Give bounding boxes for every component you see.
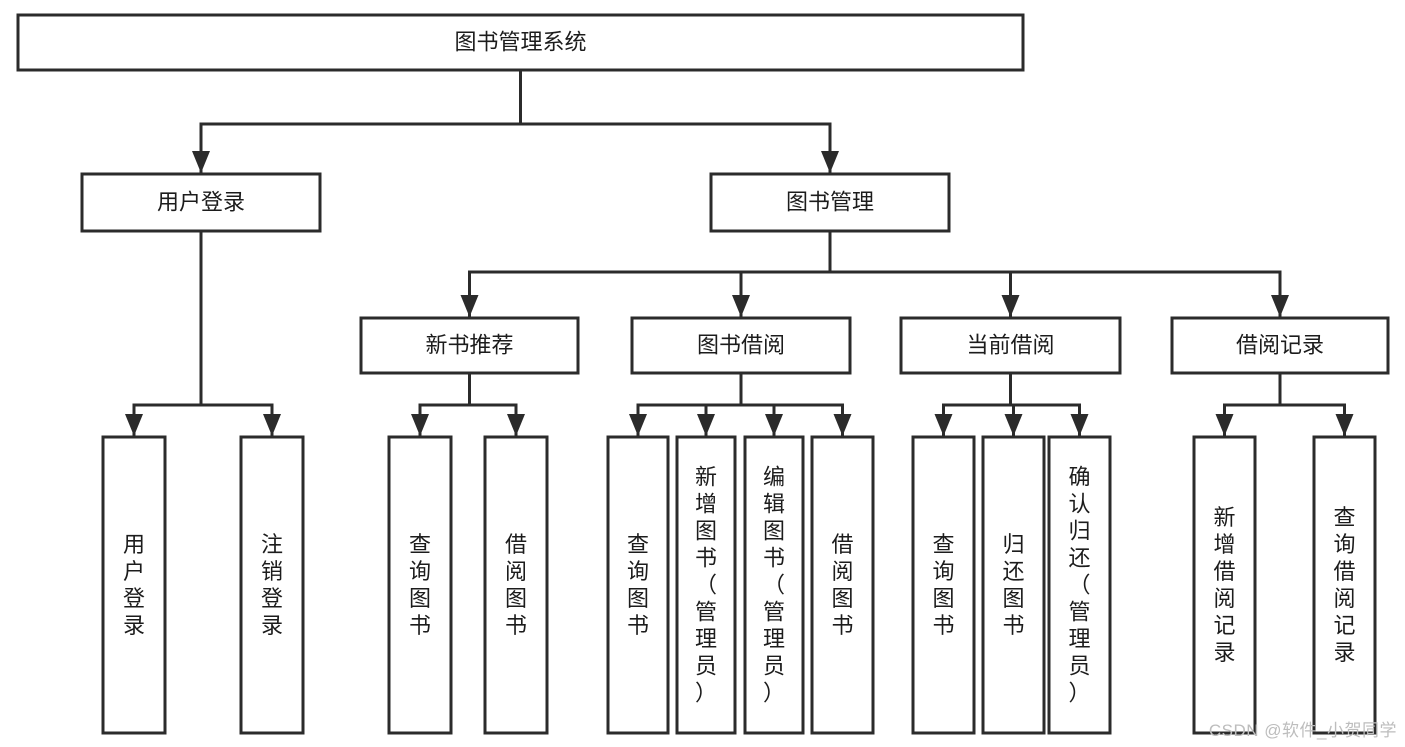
node-leaf-user-logout[interactable]: 注销登录 bbox=[239, 435, 305, 735]
node-user-login-label: 用户登录 bbox=[157, 189, 245, 214]
node-leaf-query-record[interactable]: 查询借阅记录 bbox=[1312, 435, 1377, 735]
node-new-book-recommend-box bbox=[359, 316, 580, 375]
node-leaf-borrow-book-2-label: 借阅图书 bbox=[831, 532, 853, 638]
node-leaf-query-book-2-label: 查询图书 bbox=[627, 532, 649, 638]
arrow-head-icon bbox=[1070, 414, 1089, 436]
node-leaf-add-record-label: 新增借阅记录 bbox=[1213, 505, 1235, 665]
arrow-head-icon bbox=[507, 414, 525, 436]
arrow-head-icon bbox=[833, 414, 852, 436]
node-book-borrow-box bbox=[630, 316, 852, 375]
node-book-manage-box bbox=[709, 172, 951, 233]
node-book-manage-label: 图书管理 bbox=[786, 189, 874, 214]
node-leaf-borrow-book-2[interactable]: 借阅图书 bbox=[810, 435, 875, 735]
node-leaf-edit-book-label: 编辑图书（管理员） bbox=[763, 465, 785, 706]
node-root-system-box bbox=[16, 13, 1025, 72]
node-borrow-record[interactable]: 借阅记录 bbox=[1170, 316, 1390, 375]
arrow-head-icon bbox=[629, 414, 647, 436]
arrow-head-icon bbox=[263, 414, 281, 436]
arrow-head-icon bbox=[821, 151, 839, 173]
node-leaf-query-book-1-box bbox=[387, 435, 453, 735]
node-new-book-recommend[interactable]: 新书推荐 bbox=[359, 316, 580, 375]
arrow-head-icon bbox=[125, 414, 143, 436]
arrow-head-icon bbox=[460, 295, 479, 317]
node-leaf-borrow-book-2-box bbox=[810, 435, 875, 735]
node-leaf-query-book-2-box bbox=[606, 435, 670, 735]
node-root-system[interactable]: 图书管理系统 bbox=[16, 13, 1025, 72]
node-book-borrow-label: 图书借阅 bbox=[697, 332, 785, 357]
node-leaf-user-login-label: 用户登录 bbox=[123, 532, 145, 638]
node-leaf-confirm-return-box bbox=[1047, 435, 1112, 735]
node-leaf-user-login[interactable]: 用户登录 bbox=[101, 435, 167, 735]
node-leaf-query-book-3[interactable]: 查询图书 bbox=[911, 435, 976, 735]
watermark-label: CSDN @软件_小贺同学 bbox=[1208, 721, 1397, 740]
arrow-head-icon bbox=[192, 151, 210, 173]
node-user-login[interactable]: 用户登录 bbox=[80, 172, 322, 233]
node-leaf-confirm-return-label: 确认归还（管理员） bbox=[1068, 465, 1090, 706]
arrow-head-icon bbox=[411, 414, 429, 436]
node-leaf-edit-book-box bbox=[743, 435, 805, 735]
connector-edges bbox=[125, 68, 1354, 438]
node-leaf-user-logout-box bbox=[239, 435, 305, 735]
node-leaf-add-book-box bbox=[675, 435, 737, 735]
node-new-book-recommend-label: 新书推荐 bbox=[425, 332, 513, 357]
node-leaf-query-book-1-label: 查询图书 bbox=[409, 532, 431, 638]
node-leaf-edit-book[interactable]: 编辑图书（管理员） bbox=[743, 435, 805, 735]
node-boxes: 图书管理系统用户登录图书管理新书推荐图书借阅当前借阅借阅记录用户登录注销登录查询… bbox=[16, 13, 1390, 735]
node-leaf-add-book-label: 新增图书（管理员） bbox=[695, 465, 717, 706]
node-leaf-add-record-box bbox=[1192, 435, 1257, 735]
node-current-borrow[interactable]: 当前借阅 bbox=[899, 316, 1122, 375]
arrow-head-icon bbox=[732, 295, 750, 317]
node-leaf-query-book-3-label: 查询图书 bbox=[932, 532, 954, 638]
node-current-borrow-label: 当前借阅 bbox=[966, 332, 1054, 357]
node-book-manage[interactable]: 图书管理 bbox=[709, 172, 951, 233]
node-leaf-query-record-box bbox=[1312, 435, 1377, 735]
arrow-head-icon bbox=[765, 414, 783, 436]
node-leaf-add-record[interactable]: 新增借阅记录 bbox=[1192, 435, 1257, 735]
node-leaf-query-book-2[interactable]: 查询图书 bbox=[606, 435, 670, 735]
node-leaf-add-book[interactable]: 新增图书（管理员） bbox=[675, 435, 737, 735]
node-current-borrow-box bbox=[899, 316, 1122, 375]
node-leaf-return-book-label: 归还图书 bbox=[1002, 532, 1024, 638]
arrow-head-icon bbox=[697, 414, 715, 436]
node-leaf-confirm-return[interactable]: 确认归还（管理员） bbox=[1047, 435, 1112, 735]
node-root-system-label: 图书管理系统 bbox=[454, 29, 586, 54]
arrow-head-icon bbox=[1271, 295, 1289, 317]
node-leaf-borrow-book-1-box bbox=[483, 435, 549, 735]
arrow-head-icon bbox=[934, 414, 953, 436]
node-leaf-user-logout-label: 注销登录 bbox=[261, 532, 283, 638]
node-leaf-query-book-1[interactable]: 查询图书 bbox=[387, 435, 453, 735]
node-leaf-borrow-book-1-label: 借阅图书 bbox=[505, 532, 527, 638]
node-borrow-record-box bbox=[1170, 316, 1390, 375]
node-leaf-query-record-label: 查询借阅记录 bbox=[1333, 505, 1355, 665]
node-leaf-return-book[interactable]: 归还图书 bbox=[981, 435, 1046, 735]
node-leaf-query-book-3-box bbox=[911, 435, 976, 735]
node-borrow-record-label: 借阅记录 bbox=[1236, 332, 1324, 357]
arrow-head-icon bbox=[1215, 414, 1234, 436]
node-book-borrow[interactable]: 图书借阅 bbox=[630, 316, 852, 375]
node-leaf-borrow-book-1[interactable]: 借阅图书 bbox=[483, 435, 549, 735]
arrow-head-icon bbox=[1001, 295, 1020, 317]
arrow-head-icon bbox=[1335, 414, 1354, 436]
node-leaf-user-login-box bbox=[101, 435, 167, 735]
node-user-login-box bbox=[80, 172, 322, 233]
arrow-head-icon bbox=[1004, 414, 1023, 436]
node-leaf-return-book-box bbox=[981, 435, 1046, 735]
